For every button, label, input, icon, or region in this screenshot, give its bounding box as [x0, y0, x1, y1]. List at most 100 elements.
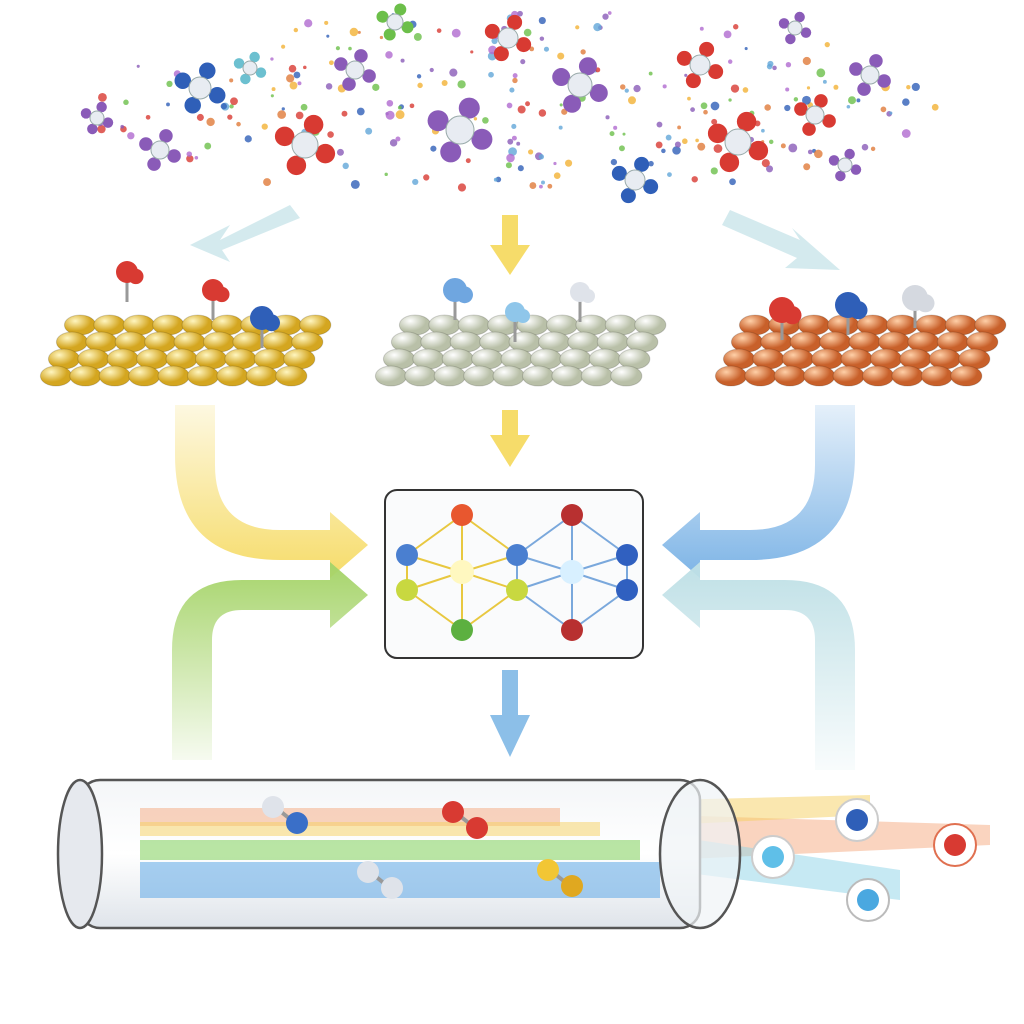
- particle: [413, 33, 422, 41]
- atom: [844, 148, 855, 160]
- particle: [196, 113, 204, 121]
- framework-bond: [516, 589, 573, 631]
- atom: [707, 123, 728, 144]
- particle: [520, 59, 526, 65]
- tube-molecule-icon: [537, 859, 583, 897]
- particle: [512, 73, 518, 79]
- atom: [315, 143, 336, 164]
- particle: [348, 46, 352, 51]
- surface-atom: [773, 365, 806, 387]
- particle: [902, 98, 910, 106]
- particle: [931, 103, 939, 111]
- particle: [365, 127, 373, 135]
- particle: [457, 80, 466, 89]
- molecule-icon: [233, 51, 267, 85]
- atom: [208, 87, 226, 104]
- atom: [147, 157, 161, 171]
- particle: [508, 147, 517, 156]
- copper-catalyst-surface: [714, 285, 1007, 387]
- particle: [335, 46, 340, 51]
- surface-atom: [950, 365, 983, 387]
- atom: [849, 301, 868, 320]
- atom: [493, 46, 509, 62]
- particle: [742, 87, 749, 93]
- green-curved-arrow: [172, 562, 368, 760]
- atom: [80, 108, 92, 119]
- atom-center: [724, 128, 752, 156]
- product-atom: [846, 809, 868, 831]
- adsorbed-molecule-icon: [202, 279, 230, 320]
- atom: [174, 72, 192, 89]
- particle: [397, 105, 402, 110]
- particle: [880, 106, 887, 113]
- framework-node: [616, 544, 638, 566]
- atom: [611, 165, 627, 181]
- atom: [552, 68, 571, 87]
- atom: [877, 74, 891, 88]
- atom-center: [242, 60, 258, 76]
- atom: [748, 140, 769, 161]
- adsorbed-molecule-icon: [570, 282, 595, 322]
- atom: [240, 73, 251, 85]
- framework-bond: [571, 589, 628, 631]
- atom: [699, 41, 715, 57]
- particle: [538, 109, 547, 117]
- atom: [139, 137, 153, 151]
- atom: [383, 28, 396, 41]
- particle: [525, 101, 530, 107]
- particle: [293, 27, 299, 33]
- molecule-icon: [376, 3, 414, 41]
- particle: [261, 123, 268, 130]
- particle: [699, 26, 704, 31]
- particle: [733, 24, 739, 30]
- lightblue-curved-arrow: [662, 562, 855, 770]
- atom: [376, 10, 389, 23]
- atom: [334, 57, 348, 71]
- particle: [511, 123, 517, 129]
- atom: [427, 110, 449, 132]
- red-product: [933, 823, 977, 867]
- particle: [814, 149, 823, 159]
- atom: [286, 812, 308, 834]
- particle: [553, 161, 557, 166]
- molecule-icon: [139, 129, 181, 171]
- adsorbed-molecule-icon: [902, 285, 935, 328]
- particle: [687, 96, 691, 101]
- atom: [362, 69, 376, 83]
- particle: [802, 56, 811, 66]
- yellow-curved-arrow: [175, 405, 368, 578]
- particle: [327, 131, 334, 138]
- particle: [806, 86, 811, 90]
- particle: [824, 42, 830, 48]
- particle: [517, 105, 526, 114]
- particle: [270, 94, 274, 98]
- center-down-arrow-yellow: [490, 410, 530, 467]
- particle: [342, 162, 349, 170]
- particle: [788, 143, 798, 153]
- framework-node: [396, 579, 418, 601]
- molecule-icon: [676, 41, 724, 89]
- particle: [145, 114, 151, 120]
- particle: [372, 83, 380, 91]
- atom: [102, 117, 114, 128]
- atom: [802, 122, 816, 136]
- particle: [166, 102, 170, 107]
- water-droplet-product: [846, 878, 890, 922]
- particle: [297, 81, 302, 86]
- framework-node: [396, 544, 418, 566]
- surface-atom: [463, 365, 496, 387]
- particle: [607, 11, 612, 15]
- center-down-arrow-blue: [490, 670, 530, 757]
- adsorbed-molecule-icon: [116, 261, 144, 302]
- particle: [423, 174, 430, 181]
- framework-node: [616, 579, 638, 601]
- atom: [685, 73, 701, 89]
- atom: [507, 14, 523, 30]
- particle: [764, 104, 771, 111]
- particle: [304, 19, 313, 28]
- surface-atom: [714, 365, 748, 387]
- particle: [227, 114, 233, 120]
- particle: [622, 132, 626, 136]
- adsorbed-molecule-icon: [769, 297, 802, 340]
- framework-bond: [461, 589, 518, 631]
